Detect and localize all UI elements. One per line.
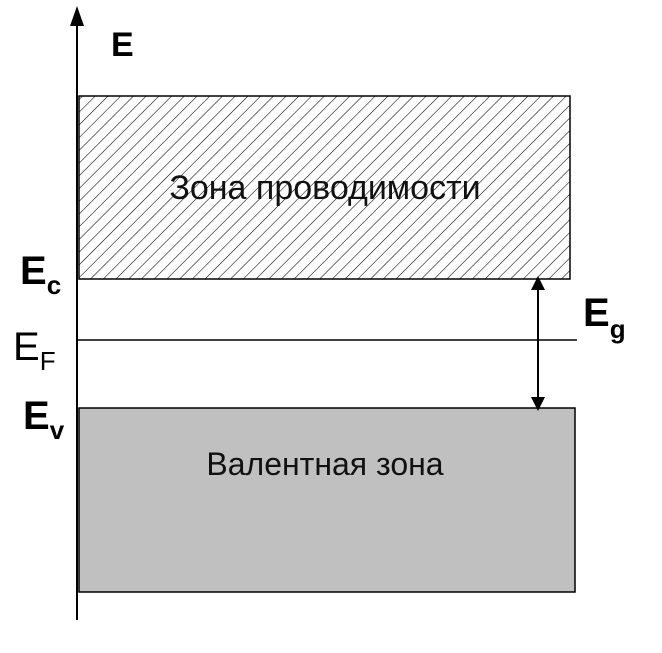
valence-band-label: Валентная зона — [206, 446, 443, 482]
ef-label: EF — [13, 325, 56, 376]
conduction-band-label: Зона проводимости — [169, 169, 480, 207]
eg-label: Eg — [583, 291, 626, 344]
ev-subscript: v — [50, 415, 65, 445]
ef-subscript: F — [40, 346, 56, 376]
ec-label: Ec — [20, 249, 61, 300]
axis-label: E — [111, 26, 134, 64]
eg-subscript: g — [610, 314, 626, 344]
energy-axis — [70, 6, 84, 620]
valence-band — [78, 407, 576, 593]
ev-label: Ev — [23, 394, 65, 445]
ec-subscript: c — [47, 270, 61, 300]
conduction-band — [78, 95, 571, 280]
axis-arrow-icon — [70, 6, 84, 26]
